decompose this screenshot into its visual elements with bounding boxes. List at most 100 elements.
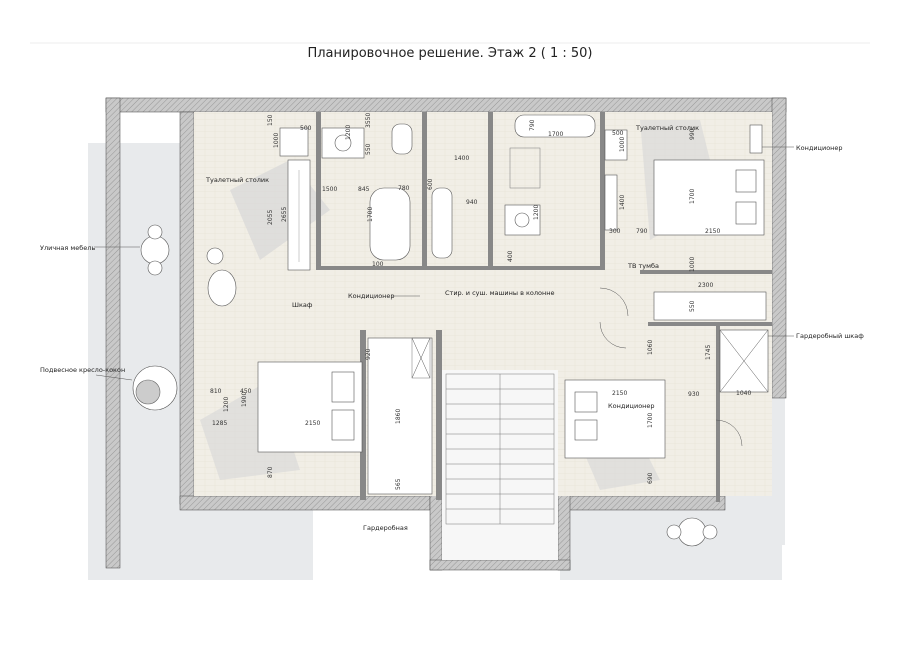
shower-right	[509, 147, 541, 189]
dimension-label: 845	[358, 186, 370, 193]
dimension-label: 2150	[612, 390, 627, 397]
dimension-label: 500	[612, 130, 624, 137]
pillow-left-2	[331, 409, 355, 441]
wall-wardrobe-right	[436, 330, 442, 500]
dimension-label: 2055	[267, 210, 274, 225]
plan-title: Планировочное решение. Этаж 2 ( 1 : 50)	[307, 46, 593, 61]
dimension-label: 1285	[212, 420, 227, 427]
dimension-label: 400	[507, 250, 514, 262]
ac-unit-top	[749, 124, 763, 154]
leader-hanging-chair	[95, 374, 133, 381]
label-outdoor-furniture: Уличная мебель	[40, 244, 95, 252]
dimension-label: 780	[398, 185, 410, 192]
pillow-bottom-right-2	[574, 419, 598, 441]
outdoor-table-left	[140, 235, 170, 265]
wall-left-outer	[105, 97, 121, 569]
dimension-label: 550	[689, 300, 696, 312]
outdoor-chair-right-2	[702, 524, 718, 540]
wall-bottom-right	[564, 495, 726, 511]
wardrobe-room-shelf	[411, 337, 431, 379]
dimension-label: 1200	[223, 397, 230, 412]
dimension-label: 790	[529, 119, 536, 131]
wall-wardrobe-left	[360, 330, 366, 500]
dimension-label: 1500	[322, 186, 337, 193]
dimension-label: 450	[240, 388, 252, 395]
balcony-bottom-left	[88, 510, 313, 580]
wall-bath2-left	[488, 112, 493, 270]
wardrobe-row-right	[653, 291, 767, 321]
dimension-label: 1900	[241, 392, 248, 407]
dimension-label: 790	[636, 228, 648, 235]
wall-wardrobe-right-divider	[716, 322, 720, 502]
dimension-label: 1860	[395, 409, 402, 424]
hanging-chair-seat	[135, 379, 161, 405]
label-toilet-table-right: Туалетный столик	[635, 124, 699, 132]
label-washer: Стир. и суш. машины в колонне	[445, 289, 555, 297]
dimension-label: 150	[267, 114, 274, 126]
outdoor-table-right	[677, 517, 707, 547]
tv-stand	[604, 174, 618, 231]
dimension-label: 100	[372, 261, 384, 268]
pillow-left-1	[331, 371, 355, 403]
dimension-label: 1000	[689, 257, 696, 272]
toilet-table-right	[604, 129, 628, 161]
label-toilet-table-left: Туалетный столик	[205, 176, 269, 184]
dimension-label: 565	[395, 478, 402, 490]
dimension-label: 920	[365, 348, 372, 360]
dimension-label: 810	[210, 388, 222, 395]
outdoor-chair-right-1	[666, 524, 682, 540]
wardrobe-room-interior	[367, 337, 433, 495]
pillow-top-right-2	[735, 201, 757, 225]
dimension-label: 1700	[548, 131, 563, 138]
outdoor-chair-left-2	[147, 260, 163, 276]
bathtub-center	[431, 187, 453, 259]
dimension-label: 3550	[365, 113, 372, 128]
door-arc-3	[715, 419, 743, 447]
toilet-left	[391, 123, 413, 155]
wall-bedroom-right-top	[640, 270, 772, 274]
label-conditioner-center: Кондиционер	[348, 292, 395, 300]
label-conditioner-right: Кондиционер	[608, 402, 655, 410]
label-hanging-chair: Подвесное кресло-кокон	[40, 366, 125, 374]
wall-bath1-left	[316, 112, 321, 270]
dimension-label: 1400	[454, 155, 469, 162]
wardrobe-room-cross-2	[411, 337, 431, 379]
dimension-label: 1000	[273, 133, 280, 148]
wall-bottom-left	[179, 495, 431, 511]
dimension-label: 2300	[698, 282, 713, 289]
outdoor-chair-left-1	[147, 224, 163, 240]
label-wardrobe-left: Шкаф	[292, 301, 313, 309]
label-conditioner-top: Кондиционер	[796, 144, 843, 152]
dimension-label: 1400	[619, 195, 626, 210]
dimension-label: 300	[609, 228, 621, 235]
wall-baths-bottom	[321, 266, 601, 270]
dimension-label: 2150	[705, 228, 720, 235]
wall-bedroom-right-mid	[648, 322, 772, 326]
dimension-label: 1040	[736, 390, 751, 397]
door-arc-1	[599, 287, 629, 317]
dimension-label: 1060	[647, 340, 654, 355]
dimension-label: 1700	[367, 207, 374, 222]
dimension-label: 500	[300, 125, 312, 132]
label-tv-stand: ТВ тумба	[627, 262, 659, 270]
dimension-label: 1745	[705, 345, 712, 360]
dimension-label: 1200	[345, 125, 352, 140]
dimension-label: 930	[688, 391, 700, 398]
wall-left-inner	[179, 111, 195, 505]
sink-bowl-right	[514, 212, 530, 228]
wardrobe-cross-2	[719, 329, 769, 393]
dimension-label: 2150	[305, 420, 320, 427]
label-wardrobe-right: Гардеробный шкаф	[796, 332, 864, 340]
wall-bath2-right	[600, 112, 605, 270]
door-arc-2	[599, 321, 627, 349]
dimension-label: 1200	[533, 205, 540, 220]
dimension-label: 600	[427, 178, 434, 190]
bathtub-top-right	[514, 114, 596, 138]
stairs	[445, 373, 555, 525]
bathtub-left	[369, 187, 411, 261]
armchair-living	[207, 269, 237, 307]
dimension-label: 690	[647, 472, 654, 484]
